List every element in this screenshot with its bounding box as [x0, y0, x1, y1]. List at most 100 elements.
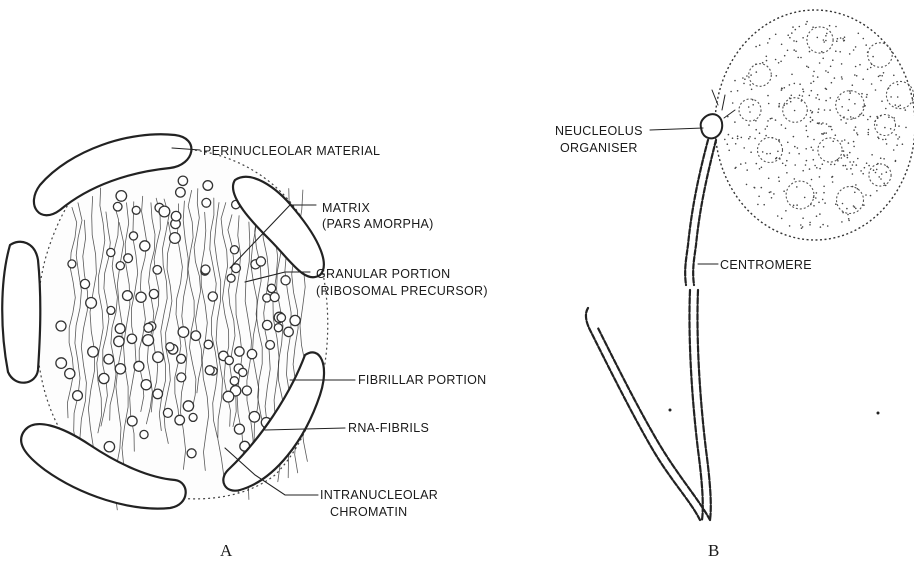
speckle [767, 120, 769, 122]
granule [274, 324, 282, 332]
speckle [874, 121, 876, 123]
speckle [781, 218, 783, 220]
granule [242, 386, 251, 395]
speckle [749, 136, 751, 138]
speckle [802, 170, 804, 172]
speckle [905, 109, 907, 111]
speckle [853, 117, 855, 119]
speckle [845, 165, 847, 167]
granule [189, 413, 197, 421]
granule [267, 284, 275, 292]
speckle [779, 158, 781, 160]
speckle [808, 67, 810, 69]
speckle [766, 56, 768, 58]
speckle [801, 227, 803, 229]
granule [208, 292, 217, 301]
speckle [878, 176, 880, 178]
granule [290, 315, 300, 325]
speckle [895, 134, 897, 136]
speckle [849, 161, 851, 163]
speckle [777, 151, 779, 153]
speckle [880, 80, 882, 82]
speckle [871, 83, 873, 85]
granule [223, 391, 234, 402]
speckle [748, 106, 750, 108]
speckle [871, 64, 873, 66]
speckle [822, 199, 824, 201]
speckle [855, 126, 857, 128]
speckle [819, 176, 821, 178]
speckle [841, 78, 843, 80]
granule [68, 260, 76, 268]
granule [104, 354, 114, 364]
speckle [759, 168, 761, 170]
speckle [749, 84, 751, 86]
speckle [856, 132, 858, 134]
speckle [886, 166, 888, 168]
granule [281, 276, 290, 285]
speckle [781, 87, 783, 89]
speckle [810, 121, 812, 123]
label-centromere: CENTROMERE [720, 258, 812, 272]
granule [127, 416, 137, 426]
speckle [899, 136, 901, 138]
speckle [800, 224, 802, 226]
speckle [898, 125, 900, 127]
speckle [854, 103, 856, 105]
speckle [850, 168, 852, 170]
speckle [817, 122, 819, 124]
speckle [843, 116, 845, 118]
granule [104, 442, 114, 452]
speckle [802, 95, 804, 97]
speckle [754, 138, 756, 140]
speckle [796, 186, 798, 188]
speckle [818, 202, 820, 204]
speckle [854, 192, 856, 194]
speckle [825, 70, 827, 72]
speckle [855, 46, 857, 48]
speckle [826, 33, 828, 35]
speckle [893, 149, 895, 151]
speckle [816, 215, 818, 217]
speckle [826, 123, 828, 125]
speckle [853, 146, 855, 148]
speckle [875, 172, 877, 174]
granule [225, 356, 233, 364]
speckle [781, 44, 783, 46]
speckle [796, 41, 798, 43]
speckle [795, 29, 797, 31]
speckle [847, 154, 849, 156]
speckle [848, 218, 850, 220]
speckle [878, 76, 880, 78]
speckle [852, 164, 854, 166]
granule [177, 354, 186, 363]
granule [230, 377, 238, 385]
speckle [816, 192, 818, 194]
speckle [868, 129, 870, 131]
speckle [883, 183, 885, 185]
speckle [781, 124, 783, 126]
speckle [777, 215, 779, 217]
speckle [771, 197, 773, 199]
speckle [741, 137, 743, 139]
granule [80, 279, 89, 288]
speckle [827, 225, 829, 227]
granule [266, 341, 275, 350]
speckle [886, 171, 888, 173]
speckle [814, 165, 816, 167]
speckle [734, 167, 736, 169]
granule [124, 254, 133, 263]
speckle [813, 197, 815, 199]
speckle [863, 38, 865, 40]
stray-dot [877, 412, 880, 415]
speckle [822, 58, 824, 60]
speckle [839, 51, 841, 53]
speckle [880, 157, 882, 159]
speckle [885, 139, 887, 141]
speckle [742, 77, 744, 79]
speckle [743, 147, 745, 149]
speckle [841, 76, 843, 78]
speckle [830, 66, 832, 68]
speckle [877, 117, 879, 119]
